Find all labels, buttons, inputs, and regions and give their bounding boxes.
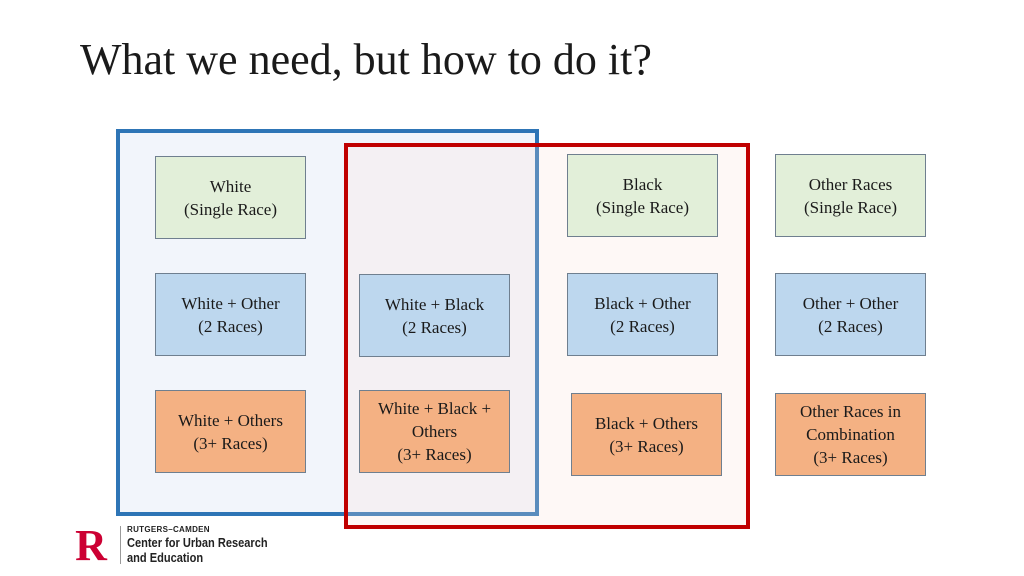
cell-line: Black: [622, 174, 663, 194]
cell-line: (2 Races): [818, 316, 883, 336]
cell-line: White + Black +: [377, 399, 492, 418]
cell-line: Other + Other: [802, 293, 899, 313]
logo-divider: [120, 526, 121, 564]
other-other-two-races-box: Other + Other (2 Races): [775, 273, 926, 356]
cell-line: (2 Races): [198, 316, 263, 336]
black-single-race-box: Black (Single Race): [567, 154, 718, 237]
cell-line: (Single Race): [184, 199, 277, 219]
cell-line: Others: [411, 422, 458, 441]
cell-line: (3+ Races): [397, 445, 472, 464]
logo-text: RUTGERS–CAMDEN Center for Urban Research…: [127, 525, 292, 565]
cell-line: Combination: [806, 425, 895, 444]
cell-line: (3+ Races): [813, 448, 888, 467]
cell-line: White + Other: [181, 293, 280, 313]
black-other-two-races-box: Black + Other (2 Races): [567, 273, 718, 356]
other-races-combination-box: Other Races in Combination (3+ Races): [775, 393, 926, 476]
logo-center-name: Center for Urban Research: [127, 535, 268, 550]
cell-line: White + Black: [384, 294, 485, 314]
cell-line: White + Others: [178, 410, 283, 430]
white-other-two-races-box: White + Other (2 Races): [155, 273, 306, 356]
logo-letter: R: [75, 525, 108, 565]
cell-line: Black + Others: [594, 413, 699, 433]
white-black-two-races-box: White + Black (2 Races): [359, 274, 510, 357]
cell-line: Other Races: [808, 174, 893, 194]
cell-line: Other Races in: [799, 402, 902, 421]
white-single-race-box: White (Single Race): [155, 156, 306, 239]
white-black-others-three-plus-box: White + Black + Others (3+ Races): [359, 390, 510, 473]
cell-line: (2 Races): [610, 316, 675, 336]
logo-institution: RUTGERS–CAMDEN: [127, 525, 210, 534]
logo-center-name-cont: and Education: [127, 550, 204, 565]
other-single-race-box: Other Races (Single Race): [775, 154, 926, 237]
cell-line: (Single Race): [596, 197, 689, 217]
rutgers-r-logo-icon: R: [70, 525, 112, 565]
black-others-three-plus-box: Black + Others (3+ Races): [571, 393, 722, 476]
cell-line: (Single Race): [804, 197, 897, 217]
cell-line: (3+ Races): [193, 433, 268, 453]
slide-title: What we need, but how to do it?: [80, 35, 652, 84]
cell-line: (2 Races): [402, 317, 467, 337]
rutgers-camden-logo: R RUTGERS–CAMDEN Center for Urban Resear…: [70, 524, 292, 566]
cell-line: Black + Other: [594, 293, 691, 313]
cell-line: White: [209, 176, 252, 196]
cell-line: (3+ Races): [609, 436, 684, 456]
white-others-three-plus-box: White + Others (3+ Races): [155, 390, 306, 473]
